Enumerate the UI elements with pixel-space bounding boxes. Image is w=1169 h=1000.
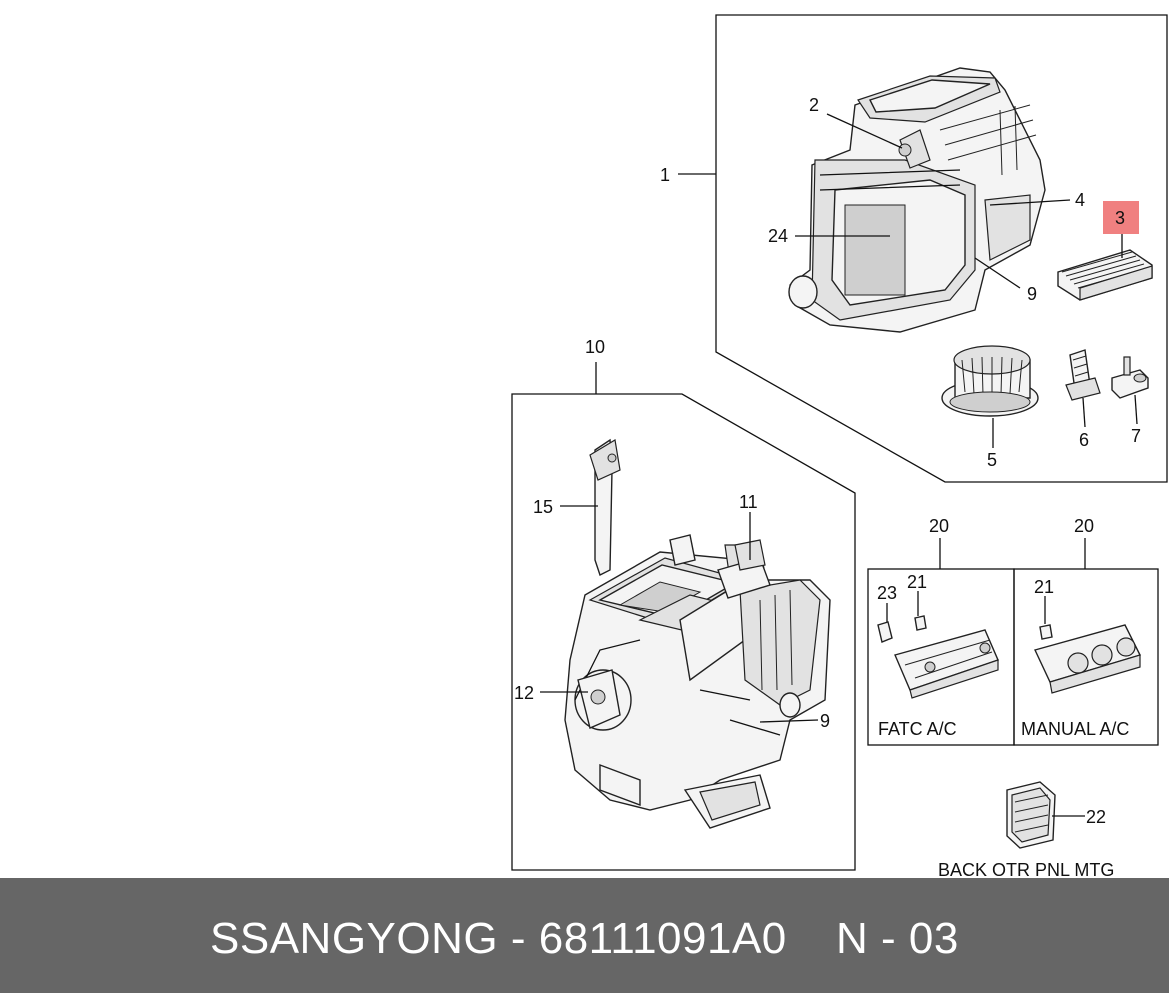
callout-3: 3 (1115, 208, 1125, 228)
actuator-12 (577, 669, 621, 729)
assembly-10-frame (511, 393, 856, 871)
leaders-top (678, 113, 1138, 448)
cabin-filter-3 (1057, 249, 1153, 301)
back-panel-label: BACK OTR PNL MTG (938, 860, 1114, 878)
assembly-1-frame (715, 14, 1168, 483)
callout-15: 15 (533, 497, 553, 517)
temperature-sensor-15 (589, 438, 621, 576)
callout-7: 7 (1131, 426, 1141, 446)
callout-23: 23 (877, 583, 897, 603)
highlight-badge-3 (1103, 201, 1139, 234)
blower-motor-5 (941, 345, 1039, 417)
callout-20-fatc: 20 (929, 516, 949, 536)
callout-9-bottom: 9 (820, 711, 830, 731)
manual-label: MANUAL A/C (1021, 719, 1129, 739)
sensor-7 (1111, 356, 1149, 399)
page-reference: N - 03 (836, 914, 959, 963)
footer-bar: SSANGYONG - 68111091A0 N - 03 (0, 878, 1169, 993)
callout-21-fatc: 21 (907, 572, 927, 592)
heater-housing-1 (788, 67, 1046, 333)
callout-22: 22 (1086, 807, 1106, 827)
manual-box (1013, 568, 1159, 746)
rear-vent-22 (1006, 781, 1056, 849)
callout-24: 24 (768, 226, 788, 246)
resistor-6 (1065, 349, 1101, 401)
fatc-label: FATC A/C (878, 719, 957, 739)
callout-6: 6 (1079, 430, 1089, 450)
callout-5: 5 (987, 450, 997, 470)
callout-2: 2 (809, 95, 819, 115)
callout-11: 11 (739, 492, 758, 512)
callout-20-manual: 20 (1074, 516, 1094, 536)
brand-part-number: SSANGYONG - 68111091A0 (210, 914, 787, 963)
callout-4: 4 (1075, 190, 1085, 210)
parts-diagram: 1 2 4 3 24 9 5 6 7 10 (511, 14, 1168, 878)
fatc-control-panel (877, 615, 999, 699)
callout-9-top: 9 (1027, 284, 1037, 304)
manual-control-panel (1034, 624, 1141, 694)
callout-12: 12 (514, 683, 534, 703)
callout-10: 10 (585, 337, 605, 357)
callout-21-manual: 21 (1034, 577, 1054, 597)
callout-1: 1 (660, 165, 670, 185)
